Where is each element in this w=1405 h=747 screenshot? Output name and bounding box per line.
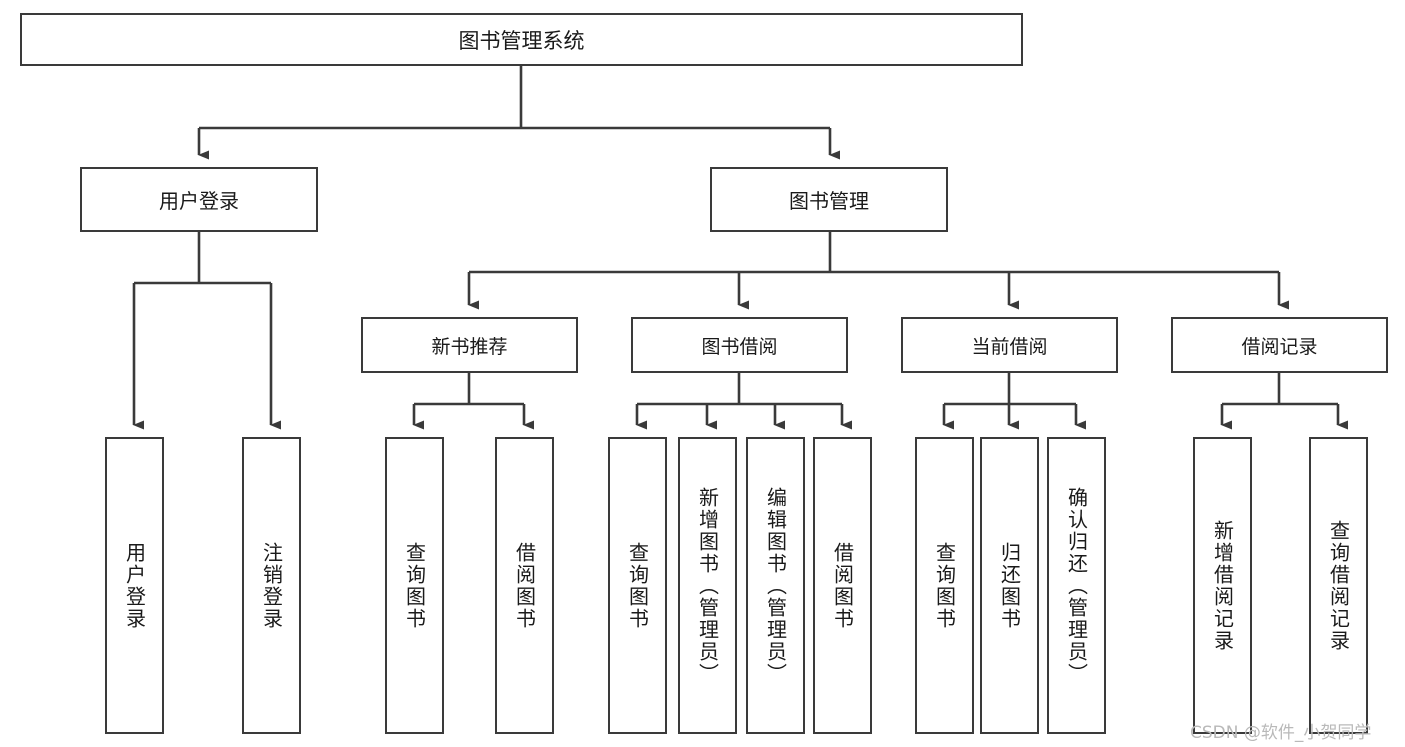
node-book-borrow[interactable]: 图书借阅 (631, 317, 848, 373)
leaf-return-book[interactable]: 归还图书 (980, 437, 1039, 734)
leaf-borrow-book[interactable]: 借阅图书 (813, 437, 872, 734)
leaf-logout[interactable]: 注销登录 (242, 437, 301, 734)
leaf-label: 借阅图书 (512, 541, 537, 630)
node-label: 图书借阅 (701, 335, 778, 358)
leaf-label: 注销登录 (259, 541, 284, 630)
leaf-add-borrow-record[interactable]: 新增借阅记录 (1193, 437, 1252, 734)
node-label: 新书推荐 (431, 335, 508, 358)
node-book-management[interactable]: 图书管理 (710, 167, 948, 232)
leaf-query-book-current[interactable]: 查询图书 (915, 437, 974, 734)
leaf-label: 新增图书（管理员） (695, 486, 720, 685)
leaf-label: 编辑图书（管理员） (763, 486, 788, 685)
leaf-add-book-admin[interactable]: 新增图书（管理员） (678, 437, 737, 734)
node-current-borrow[interactable]: 当前借阅 (901, 317, 1118, 373)
leaf-label: 归还图书 (997, 541, 1022, 630)
leaf-label: 确认归还（管理员） (1064, 486, 1089, 685)
leaf-query-book-recommend[interactable]: 查询图书 (385, 437, 444, 734)
node-new-book-recommend[interactable]: 新书推荐 (361, 317, 578, 373)
leaf-user-login[interactable]: 用户登录 (105, 437, 164, 734)
node-label: 借阅记录 (1241, 335, 1318, 358)
leaf-label: 查询图书 (402, 541, 427, 630)
node-label: 当前借阅 (971, 335, 1048, 358)
leaf-label: 新增借阅记录 (1210, 519, 1235, 652)
leaf-query-borrow-record[interactable]: 查询借阅记录 (1309, 437, 1368, 734)
node-label: 图书管理 (789, 189, 869, 213)
leaf-label: 查询借阅记录 (1326, 519, 1351, 652)
leaf-label: 查询图书 (932, 541, 957, 630)
node-label: 用户登录 (159, 189, 239, 213)
leaf-label: 借阅图书 (830, 541, 855, 630)
node-root-system[interactable]: 图书管理系统 (20, 13, 1023, 66)
node-borrow-record[interactable]: 借阅记录 (1171, 317, 1388, 373)
leaf-label: 用户登录 (122, 541, 147, 630)
node-user-login[interactable]: 用户登录 (80, 167, 318, 232)
node-label: 图书管理系统 (458, 28, 585, 53)
watermark: CSDN @软件_小贺同学 (1190, 723, 1372, 743)
leaf-label: 查询图书 (625, 541, 650, 630)
leaf-edit-book-admin[interactable]: 编辑图书（管理员） (746, 437, 805, 734)
leaf-borrow-book-recommend[interactable]: 借阅图书 (495, 437, 554, 734)
leaf-confirm-return-admin[interactable]: 确认归还（管理员） (1047, 437, 1106, 734)
leaf-query-book-borrow[interactable]: 查询图书 (608, 437, 667, 734)
